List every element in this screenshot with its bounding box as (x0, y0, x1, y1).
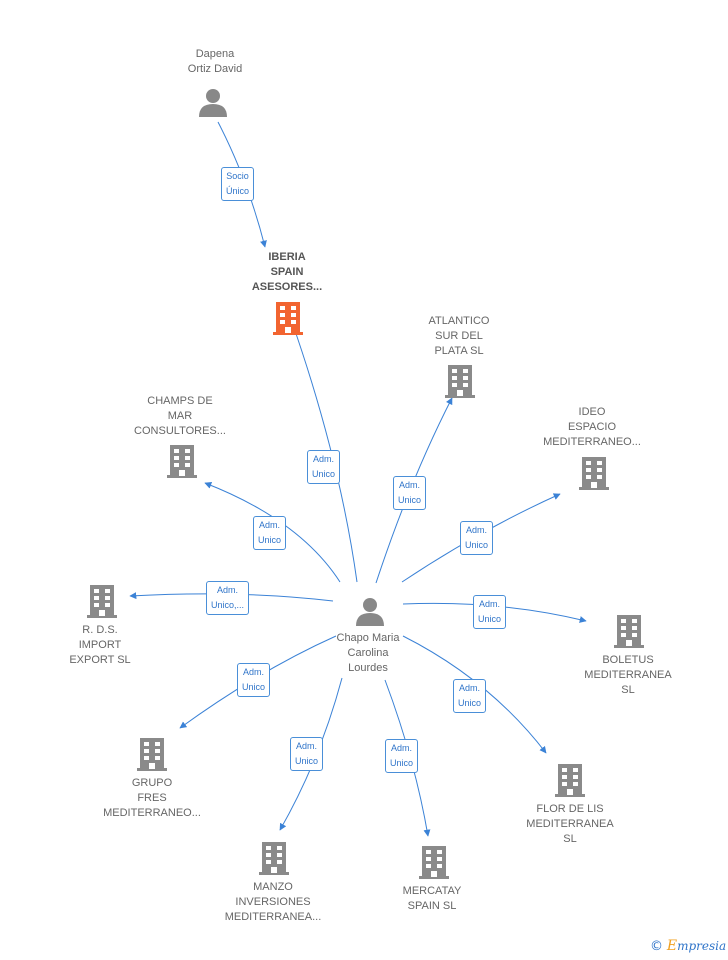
building-icon[interactable] (578, 455, 610, 491)
edge-label-rds: Adm. Unico,... (206, 581, 250, 615)
company-label-mercatay[interactable]: MERCATAY SPAIN SL (402, 885, 462, 912)
company-label-flor[interactable]: FLOR DE LIS MEDITERRANEA SL (526, 803, 614, 845)
edge-label-champs: Adm. Unico (253, 516, 287, 550)
edge-label-mercatay: Adm. Unico (385, 739, 419, 773)
building-icon[interactable] (444, 363, 476, 399)
edge-label-ideo: Adm. Unico (460, 521, 494, 555)
company-label-champs[interactable]: CHAMPS DE MAR CONSULTORES... (134, 395, 226, 437)
building-icon[interactable] (554, 762, 586, 798)
person-icon[interactable] (354, 596, 386, 626)
building-icon[interactable] (136, 736, 168, 772)
brand-logo[interactable]: © Empresia (650, 938, 726, 954)
building-icon[interactable] (272, 300, 304, 336)
company-label-atlantico[interactable]: ATLANTICO SUR DEL PLATA SL (428, 315, 490, 357)
company-label-iberia[interactable]: IBERIA SPAIN ASESORES... (251, 251, 323, 293)
building-icon[interactable] (418, 844, 450, 880)
edge-label-manzo: Adm. Unico (290, 737, 324, 771)
edge-label-flor: Adm. Unico (453, 679, 487, 713)
brand-name: mpresia (677, 939, 727, 953)
company-label-rds[interactable]: R. D.S. IMPORT EXPORT SL (69, 624, 131, 666)
edge-champs (204, 482, 341, 583)
building-icon[interactable] (613, 613, 645, 649)
company-label-manzo[interactable]: MANZO INVERSIONES MEDITERRANEA... (224, 881, 322, 923)
company-label-boletus[interactable]: BOLETUS MEDITERRANEA SL (584, 654, 672, 696)
person-label-top[interactable]: Dapena Ortiz David (187, 48, 243, 75)
company-label-ideo[interactable]: IDEO ESPACIO MEDITERRANEO... (543, 406, 641, 448)
edge-label-boletus: Adm. Unico (473, 595, 507, 629)
edge-label-grupo: Adm. Unico (237, 663, 271, 697)
person-icon[interactable] (197, 87, 229, 117)
copyright-icon: © (650, 939, 663, 954)
edge-label-atlantico: Adm. Unico (393, 476, 427, 510)
building-icon[interactable] (86, 583, 118, 619)
building-icon[interactable] (166, 443, 198, 479)
company-label-grupo[interactable]: GRUPO FRES MEDITERRANEO... (103, 777, 201, 819)
person-label-center[interactable]: Chapo Maria Carolina Lourdes (336, 632, 400, 674)
building-icon[interactable] (258, 840, 290, 876)
edge-label-socio: Socio Único (221, 167, 255, 201)
brand-initial: E (666, 938, 678, 954)
edge-label-iberia: Adm. Unico (307, 450, 341, 484)
